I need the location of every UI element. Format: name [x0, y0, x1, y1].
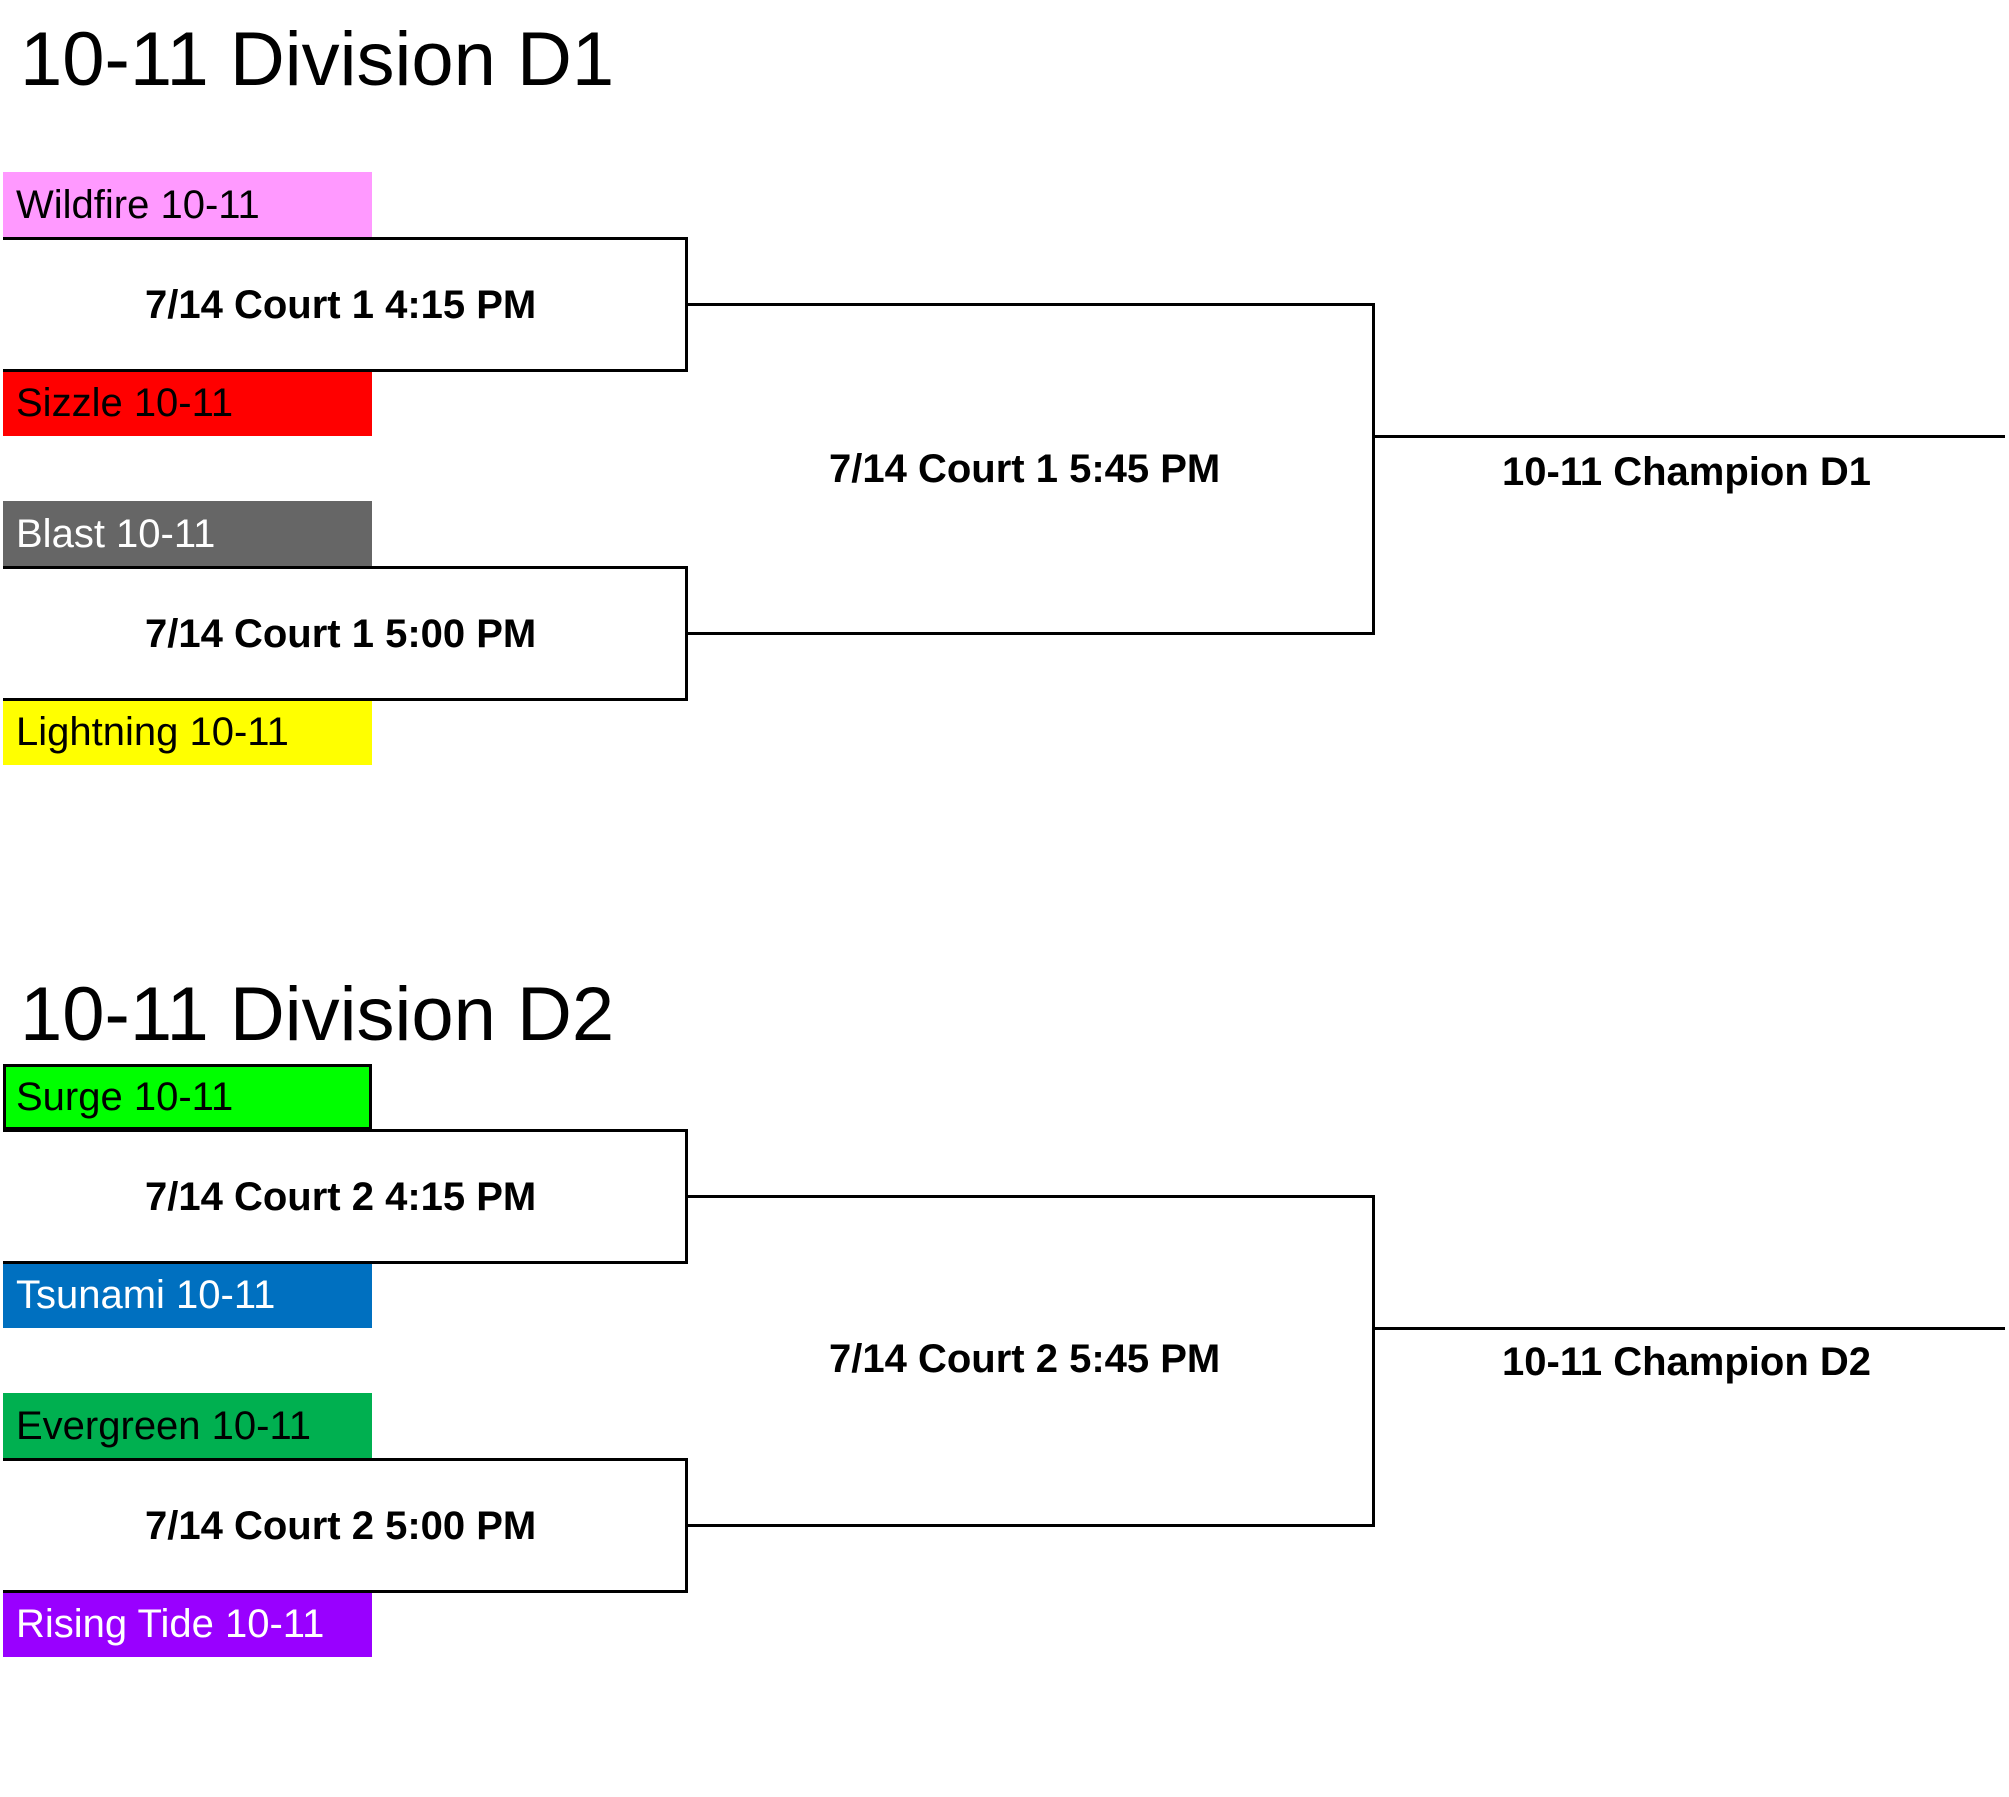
champion-label: 10-11 Champion D2: [1502, 1340, 1872, 1384]
game-label: 7/14 Court 2 4:15 PM: [145, 1175, 537, 1219]
bracket-title: 10-11 Division D2: [20, 972, 615, 1057]
team-slot: Evergreen 10-11: [3, 1393, 372, 1459]
champion-label: 10-11 Champion D1: [1502, 450, 1872, 494]
bracket-line: [685, 1524, 1374, 1527]
bracket-line: [685, 632, 1374, 635]
bracket-line: [3, 237, 687, 240]
game-label: 7/14 Court 2 5:00 PM: [145, 1504, 537, 1548]
bracket-line: [1372, 1327, 2005, 1330]
team-slot: Tsunami 10-11: [3, 1262, 372, 1328]
bracket-line: [685, 1195, 1374, 1198]
bracket-line: [3, 566, 687, 569]
team-slot: Blast 10-11: [3, 501, 372, 567]
game-label: 7/14 Court 1 5:00 PM: [145, 612, 537, 656]
bracket-line: [3, 1129, 687, 1132]
bracket-line: [3, 1458, 687, 1461]
team-slot: Wildfire 10-11: [3, 172, 372, 238]
bracket-line: [685, 303, 1374, 306]
bracket-title: 10-11 Division D1: [20, 17, 615, 102]
bracket-line: [1372, 1195, 1375, 1527]
team-slot: Rising Tide 10-11: [3, 1591, 372, 1657]
team-slot: Sizzle 10-11: [3, 370, 372, 436]
bracket-line: [3, 1590, 687, 1593]
game-label: 7/14 Court 1 4:15 PM: [145, 283, 537, 327]
bracket-line: [1372, 303, 1375, 635]
bracket-line: [3, 698, 687, 701]
bracket-line: [3, 369, 687, 372]
game-label: 7/14 Court 2 5:45 PM: [829, 1337, 1221, 1381]
bracket-d2: 10-11 Division D2 Surge 10-11 Tsunami 10…: [0, 977, 2009, 1797]
bracket-line: [3, 1261, 687, 1264]
bracket-line: [1372, 435, 2005, 438]
bracket-d1: 10-11 Division D1 Wildfire 10-11 Sizzle …: [0, 22, 2009, 842]
team-slot: Lightning 10-11: [3, 699, 372, 765]
team-slot: Surge 10-11: [3, 1064, 372, 1130]
game-label: 7/14 Court 1 5:45 PM: [829, 447, 1221, 491]
